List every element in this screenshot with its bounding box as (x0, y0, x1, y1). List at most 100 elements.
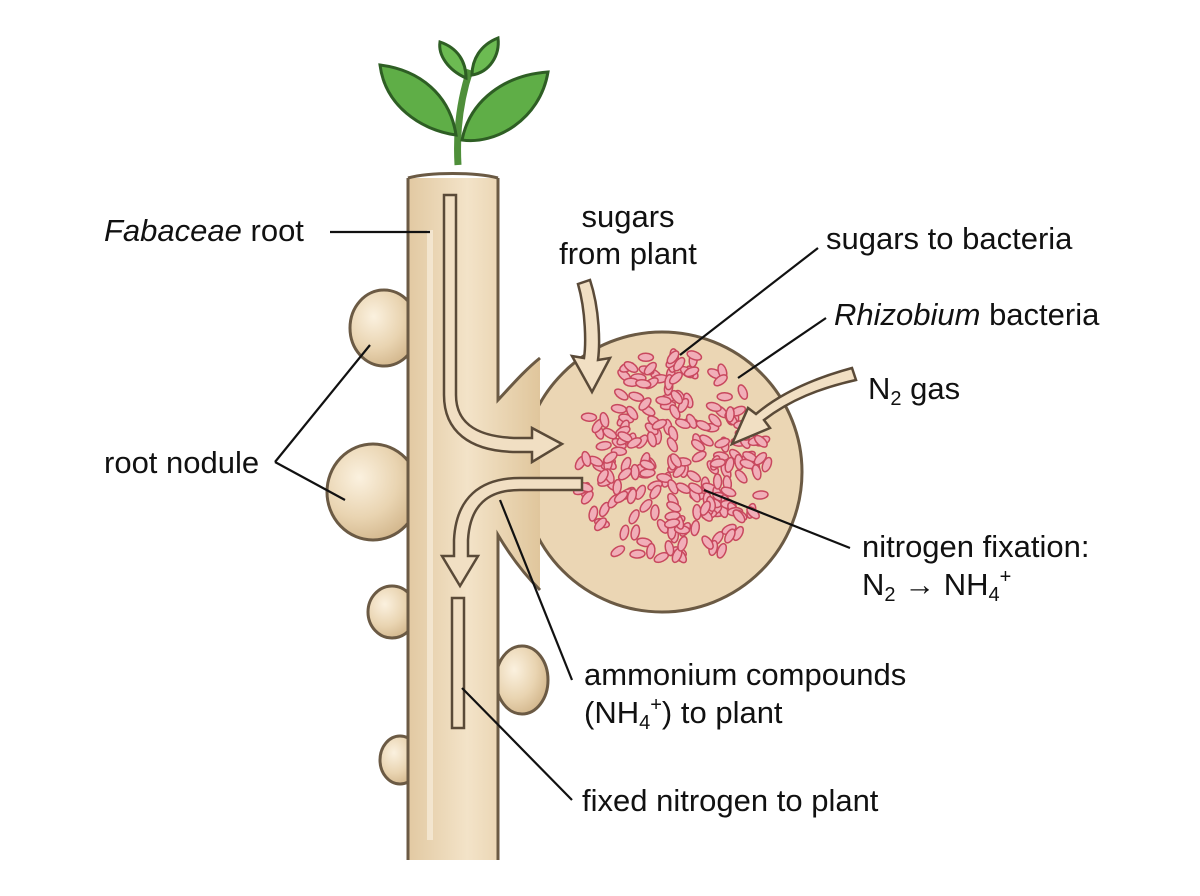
rhizobium-bacterium (664, 518, 681, 529)
rhizobium-bacterium (708, 413, 722, 428)
sugars-to-bacteria-label: sugars to bacteria (826, 221, 1073, 256)
rhizobium-bacterium (639, 459, 656, 471)
sprout (378, 35, 550, 166)
rhizobium-bacterium (709, 458, 726, 468)
equation-n-sub: 2 (884, 584, 896, 607)
ammonium-close: ) to plant (661, 695, 783, 731)
rhizobium-bacterium (724, 528, 736, 544)
n2-gas-arrow (729, 366, 858, 447)
rhizobium-bacterium (690, 519, 701, 537)
rhizobium-bacterium (664, 540, 675, 557)
nitrogen-fixation-line1: nitrogen fixation: (862, 529, 1090, 564)
ammonium-leader-line (498, 499, 574, 681)
rhizobium-bacterium (675, 482, 691, 494)
rhizobium-bacterium (713, 374, 728, 387)
root-top-edge (407, 172, 499, 180)
rhizobium-bacterium (752, 490, 769, 500)
ammonium-label: ammonium compounds (NH4+) to plant (584, 656, 906, 735)
rhizobium-bacterium (720, 486, 737, 498)
sugars-from-plant-line2: from plant (559, 236, 697, 272)
leaf-right-large (460, 70, 550, 143)
rhizobium-bacterium (690, 438, 706, 452)
n2-gas-label: N2 gas (868, 370, 960, 411)
rhizobium-bacterium (638, 397, 652, 411)
rhizobium-bacterium (705, 401, 722, 413)
equation-nh-sup: + (999, 566, 1012, 589)
rhizobium-bacterium (610, 545, 626, 558)
rhizobium-bacterium (634, 484, 647, 500)
root-label: Fabaceae root (104, 212, 304, 249)
rhizobium-bacterium (669, 453, 682, 468)
rhizobium-bacterium (732, 509, 746, 524)
rhizobium-bacterium (595, 440, 612, 451)
rhizobium-bacterium (683, 366, 700, 378)
fixation-leader-line (703, 488, 851, 550)
rhizobium-bacterium (599, 411, 610, 429)
rhizobium-label-rest: bacteria (980, 297, 1100, 332)
ammonium-sub: 4 (639, 712, 651, 735)
fixed-nitrogen-leader-line (461, 687, 573, 801)
sugars-from-plant-arrow (569, 278, 613, 395)
sugars-from-plant-label: sugars from plant (548, 198, 708, 272)
rhizobium-bacterium (668, 371, 683, 385)
flow-arrows (439, 193, 858, 730)
leader-lines (274, 230, 851, 801)
leaf-left-large (378, 63, 458, 137)
n2-gas-subscript: 2 (890, 388, 902, 410)
rhizobium-bacterium (716, 391, 733, 402)
rhizobium-bacterium (629, 549, 646, 559)
n2-gas-base: N (868, 371, 891, 406)
root-label-italic: Fabaceae (104, 213, 242, 248)
nitrogen-fixation-equation: N2 → NH4+ (862, 565, 1089, 607)
rhizobium-bacterium (646, 431, 658, 448)
rhizobium-bacterium (716, 542, 728, 559)
leaf-left-small (438, 40, 468, 81)
rhizobium-bacterium (724, 456, 735, 473)
rhizobium-bacterium (666, 437, 679, 453)
rhizobium-bacterium (602, 427, 618, 440)
rhizobium-bacterium (628, 509, 640, 525)
rhizobium-bacterium (655, 395, 672, 406)
rhizobium-bacterium (699, 500, 711, 516)
rhizobium-bacterium (666, 501, 682, 513)
rhizobium-bacterium (688, 482, 703, 495)
rhizobium-bacterium (673, 356, 686, 372)
ammonium-sup: + (650, 694, 662, 717)
rhizobium-bacterium (725, 406, 735, 423)
root-outline-right-top (496, 178, 541, 404)
rhizobium-bacterium (695, 419, 712, 432)
rhizobium-bacterium (643, 361, 657, 376)
rhizobium-bacterium (637, 352, 655, 363)
rhizobium-bacterium (625, 405, 639, 421)
rhizobium-bacterium (623, 360, 639, 374)
equation-arrow-nh: → NH (895, 567, 989, 603)
rhizobium-bacterium (686, 350, 703, 361)
fixed-nitrogen-label: fixed nitrogen to plant (582, 783, 879, 818)
root-body (408, 178, 540, 860)
rhizobium-bacterium (674, 418, 691, 430)
rhizobium-bacterium (714, 437, 731, 449)
nitrogen-fixation-label: nitrogen fixation: N2 → NH4+ (862, 528, 1089, 607)
rhizobium-bacterium (645, 542, 656, 560)
ammonium-line1: ammonium compounds (584, 657, 907, 692)
rhizobium-bacterium (596, 468, 609, 484)
nodule-leader-line-lower (274, 461, 346, 501)
sugars-bacteria-leader-line (679, 247, 819, 356)
n2-gas-rest: gas (901, 371, 961, 406)
rhizobium-bacterium (649, 484, 662, 500)
rhizobium-bacterium (639, 498, 653, 513)
equation-n: N (862, 567, 885, 603)
rhizobium-bacterium (580, 412, 598, 422)
root-nodule-label: root nodule (104, 445, 260, 480)
fabaceae-root (406, 172, 542, 860)
fixed-nitrogen-channel (450, 596, 466, 730)
nodule-leader-line-upper (274, 344, 371, 463)
equation-nh-sub: 4 (988, 584, 1000, 607)
rhizobium-bacterium (635, 378, 652, 389)
leaf-right-small (470, 35, 500, 77)
sugars-from-plant-line1: sugars (581, 199, 675, 234)
rhizobium-bacterium (603, 451, 618, 464)
rhizobium-bacterium (617, 467, 633, 481)
root-nodule (494, 644, 550, 716)
